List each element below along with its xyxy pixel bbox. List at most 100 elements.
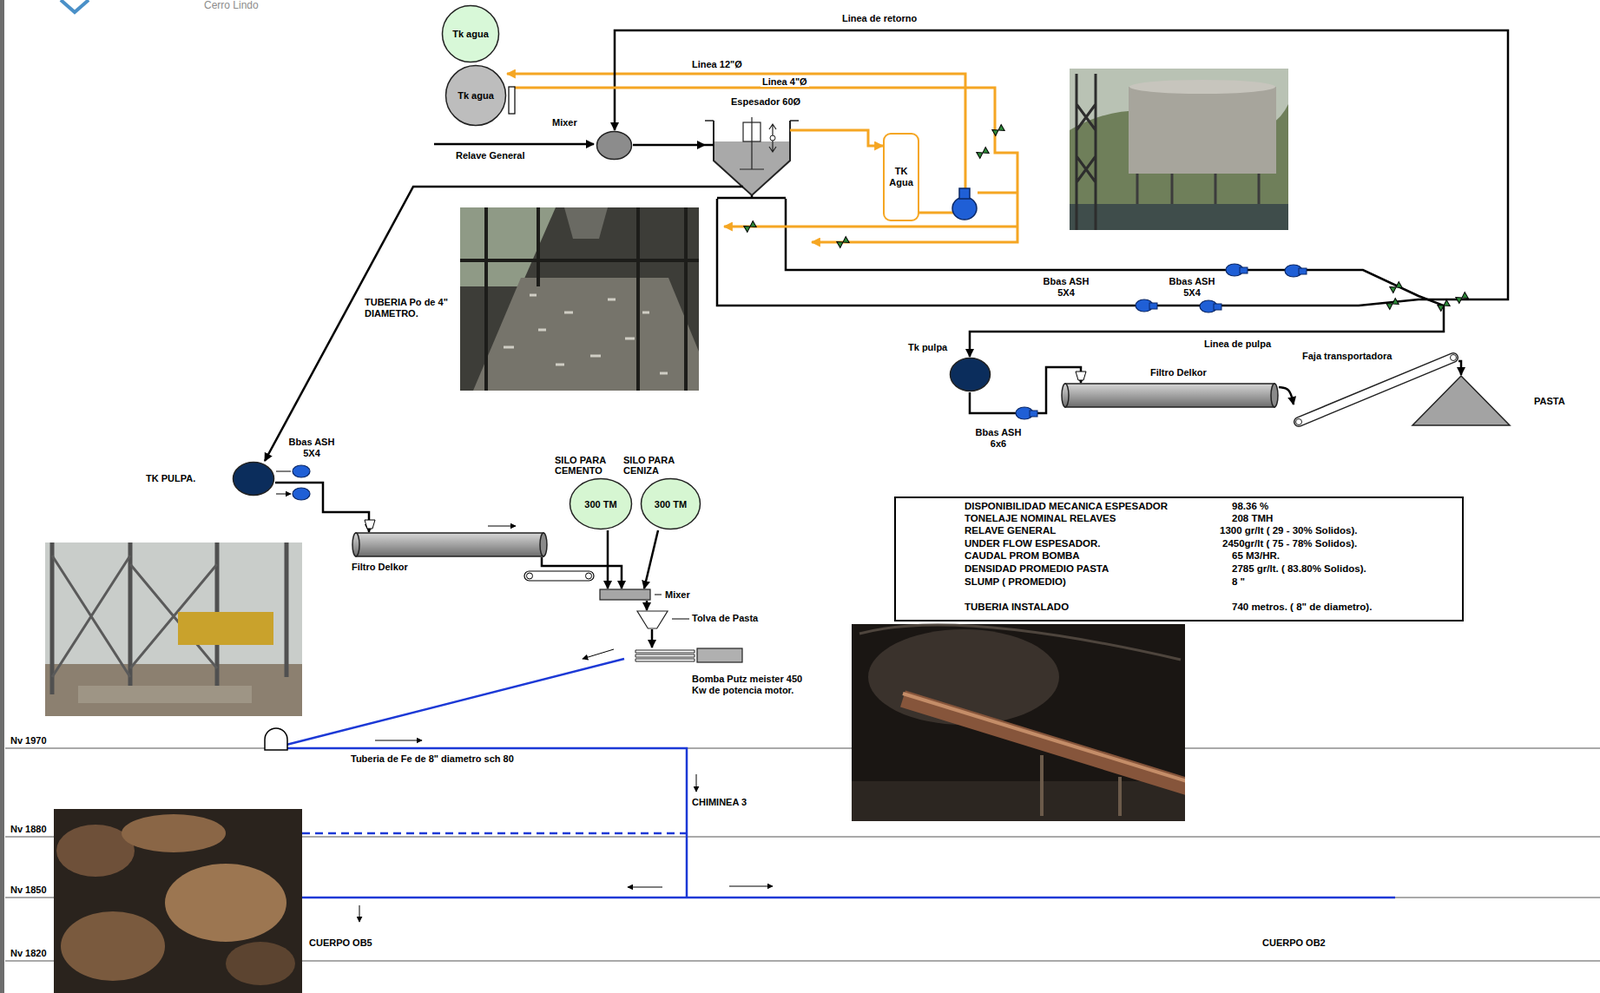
node-text: Faja transportadora: [1302, 350, 1392, 363]
pump-symbol: [292, 487, 310, 501]
valve-symbol: [1455, 292, 1469, 304]
node-text: Mixer: [552, 117, 578, 129]
pipe-connector: [606, 530, 610, 589]
pump-label: Bbas ASH 5X4: [1165, 276, 1219, 299]
pipe-connector: [1278, 387, 1294, 405]
rake-shaft: [739, 117, 777, 170]
pump-outlet: [1149, 302, 1158, 310]
plant-photo: [45, 542, 303, 717]
valve-symbol: [1386, 298, 1399, 310]
node-text: CAUDAL PROM BOMBA: [964, 550, 1080, 562]
filter-cylinder: Filtro Delkor: [1060, 382, 1279, 409]
belt-pulley: [1296, 419, 1303, 426]
water-box: [883, 133, 919, 221]
feed-line: [434, 143, 594, 146]
tunnel-photo: [851, 624, 1199, 822]
node-text: DISPONIBILIDAD MECANICA ESPESADOR: [964, 500, 1168, 513]
photo-machine: [177, 612, 274, 646]
flow-label: Relave General: [455, 150, 526, 162]
flow-arrow: [627, 887, 663, 889]
photo-pipe: [902, 698, 1186, 791]
cement-silo: SILO PARA CEMENTO300 TM: [568, 477, 633, 531]
pump-symbol: [952, 197, 977, 220]
pump-outlet: [959, 188, 970, 199]
valve-symbol: [1389, 282, 1403, 294]
valve-symbol: [1437, 300, 1450, 312]
mixer-circle: Mixer: [595, 130, 633, 161]
valve-symbol: [836, 237, 850, 249]
pipe-label: Tuberia de Fe de 8" diametro sch 80: [350, 753, 514, 765]
conveyor-pulley: [586, 572, 593, 580]
photo-hopper: [564, 207, 608, 239]
pipe-connector: [651, 629, 654, 648]
node-text: SILO PARA CENIZA: [623, 454, 688, 476]
photo-rock: [121, 814, 226, 853]
node-text: 208 TMH: [1231, 513, 1273, 525]
node-text: Filtro Delkor: [1150, 367, 1207, 379]
level-label: Nv 1850: [10, 884, 47, 896]
paste-pile-outline: [1411, 375, 1511, 427]
photo-tower: [1076, 73, 1096, 231]
water-tank-box: TK Agua: [882, 132, 920, 222]
pump-outlet: [1239, 267, 1248, 274]
level-label: Nv 1880: [10, 823, 47, 836]
pump-label: Bbas ASH 5X4: [284, 436, 339, 460]
water-line: [724, 225, 1018, 229]
feed-funnel: [364, 520, 376, 529]
portal-symbol: [264, 728, 288, 751]
cylinder-body: [355, 533, 544, 557]
pipe-connector: [264, 186, 705, 461]
paste-hopper: Tolva de Pasta: [636, 610, 669, 630]
pipe-connector: [645, 600, 649, 611]
node-text: Mixer: [665, 589, 691, 601]
photo-pipe-shine: [902, 693, 1186, 785]
tank-gauge: [508, 86, 515, 114]
node-text: TUBERIA INSTALADO: [964, 601, 1069, 613]
table-frame: [895, 497, 1463, 621]
node-text: PASTA: [1534, 395, 1566, 408]
cylinder-end: [539, 533, 547, 557]
filter-cylinder-outline: [351, 532, 548, 558]
pipe-connector: [785, 198, 1444, 357]
photo-support: [1041, 755, 1120, 817]
photo-beam: [460, 207, 699, 391]
filter-cylinder: Filtro Delkor: [351, 532, 548, 558]
pump-outlet: [1298, 268, 1307, 275]
node-text: SLUMP ( PROMEDIO): [964, 576, 1067, 588]
underflow-pipe: [704, 186, 786, 198]
mixer-circle-outline: [595, 130, 633, 161]
level-label: Nv 1970: [10, 735, 47, 747]
node-text: 740 metros. ( 8" de diametro).: [1231, 601, 1372, 613]
line-label: Linea 4"Ø: [760, 76, 810, 87]
pulp-tank-outline: [231, 460, 276, 497]
level-probe: [770, 135, 776, 141]
photo-ground: [45, 542, 303, 717]
photo-ground: [1069, 68, 1289, 231]
cylinder-end: [1061, 383, 1069, 408]
flow-arrow: [276, 471, 291, 494]
shaft-label: CHIMINEA 3: [691, 796, 747, 809]
pulp-tank: TK PULPA.: [231, 460, 276, 497]
node-text: 8 ": [1231, 576, 1245, 588]
photo-belt: [473, 277, 699, 391]
filter-photo: [460, 207, 699, 391]
flow-arrow: [375, 740, 422, 742]
pump-label: Bbas ASH 5X4: [1039, 276, 1094, 299]
tank-circle: [570, 479, 633, 530]
node-text: Tolva de Pasta: [691, 612, 758, 625]
node-text: Espesador 60Ø: [730, 96, 801, 108]
ash-silo: SILO PARA CENIZA300 TM: [639, 477, 702, 531]
paste-pipe: [279, 658, 625, 747]
mixer-box: Mixer: [599, 588, 652, 601]
level-label: Nv 1820: [10, 948, 47, 960]
conveyor-pulley: [526, 572, 534, 580]
page-edge-bar: [0, 0, 5, 993]
overflow-launder: [790, 129, 799, 132]
pipe-connector: [614, 30, 1508, 306]
photo-ground: [460, 207, 699, 391]
valve-symbol: [976, 147, 989, 159]
node-text: DENSIDAD PROMEDIO PASTA: [964, 563, 1109, 575]
node-text: Filtro Delkor: [351, 561, 409, 573]
pulp-tank-outline: [948, 356, 992, 393]
